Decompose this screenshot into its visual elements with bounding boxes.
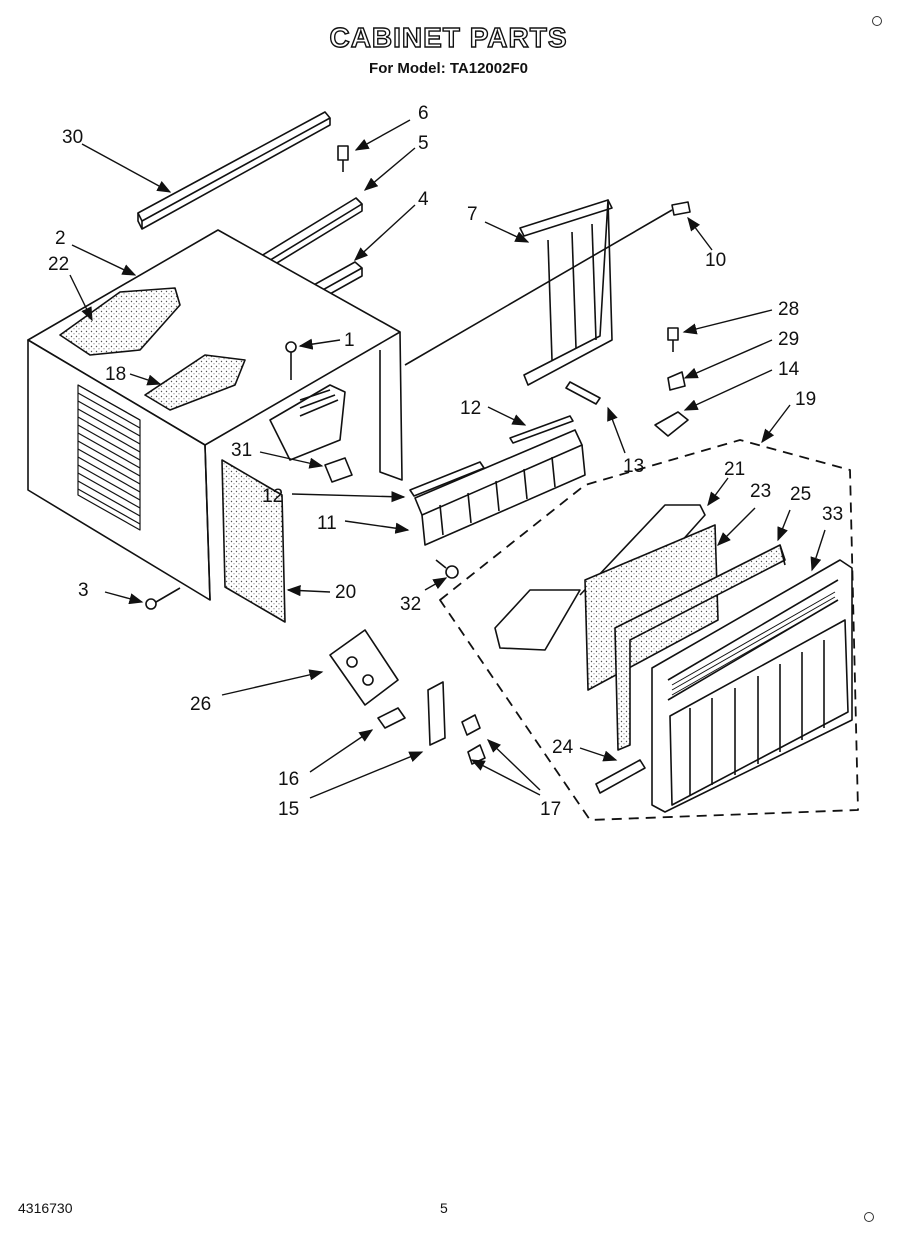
part-top-rail-30 [137, 111, 331, 230]
part-screw-28 [667, 327, 679, 352]
callout-31: 31 [231, 440, 252, 461]
callout-11: 11 [317, 513, 337, 534]
callout-labels: 30 6 5 4 2 22 1 18 7 10 28 29 14 12 13 1… [48, 103, 843, 820]
part-fastener-17 [461, 714, 486, 765]
callout-7: 7 [467, 204, 478, 225]
callout-30: 30 [62, 127, 83, 148]
part-bolt-1 [285, 341, 297, 380]
leader-lines [69, 119, 826, 799]
callout-2: 2 [55, 228, 66, 249]
callout-21: 21 [724, 459, 745, 480]
callout-19: 19 [795, 389, 816, 410]
part-bar-24 [595, 759, 646, 794]
callout-4: 4 [418, 189, 429, 210]
page-number: 5 [440, 1200, 448, 1216]
part-shroud-11 [414, 429, 586, 546]
callout-13: 13 [623, 456, 644, 477]
callout-28: 28 [778, 299, 799, 320]
model-subtitle: For Model: TA12002F0 [369, 60, 528, 77]
part-screw-10 [404, 201, 691, 366]
callout-14: 14 [778, 359, 800, 380]
part-screw-32 [435, 559, 459, 579]
part-clip-29 [667, 371, 686, 391]
callout-23: 23 [750, 481, 771, 502]
part-insulation-22 [59, 287, 181, 356]
callout-5: 5 [418, 133, 429, 154]
callout-16: 16 [278, 769, 299, 790]
part-bracket-26 [329, 629, 399, 706]
callout-29: 29 [778, 329, 799, 350]
part-block-16 [377, 707, 406, 729]
callout-6: 6 [418, 103, 429, 124]
document-number: 4316730 [18, 1200, 73, 1216]
callout-25: 25 [790, 484, 811, 505]
callout-17: 17 [540, 799, 561, 820]
callout-26: 26 [190, 694, 211, 715]
front-assembly-boundary-19 [439, 439, 859, 821]
callout-12-upper: 12 [460, 398, 481, 419]
callout-24: 24 [552, 737, 574, 758]
callout-1: 1 [344, 330, 355, 351]
part-clip-14 [654, 411, 689, 437]
part-screw-3 [145, 587, 181, 610]
part-cabinet-shell [27, 229, 403, 601]
callout-15: 15 [278, 799, 299, 820]
page-title: CABINET PARTS [329, 21, 568, 53]
callout-3: 3 [78, 580, 89, 601]
part-gasket-25 [614, 544, 786, 751]
part-insulation-18 [144, 354, 246, 411]
callout-32: 32 [400, 594, 421, 615]
part-rail-12-upper [509, 415, 574, 444]
part-plate-15 [427, 681, 446, 746]
part-screw-6 [337, 145, 349, 172]
part-front-grille-33 [651, 559, 853, 813]
callout-12-lower: 12 [262, 486, 283, 507]
part-side-frame-7 [519, 199, 613, 386]
callout-10: 10 [705, 250, 726, 271]
part-bracket-13 [565, 381, 601, 405]
callout-22: 22 [48, 254, 69, 275]
corner-mark-bottom-right [864, 1212, 874, 1222]
callout-33: 33 [822, 504, 843, 525]
corner-mark-top-right [872, 16, 882, 26]
part-bracket-31 [324, 457, 353, 483]
part-side-panel-20 [221, 459, 286, 623]
part-rail-12-lower [409, 461, 485, 497]
callout-18: 18 [105, 364, 126, 385]
callout-20: 20 [335, 582, 356, 603]
